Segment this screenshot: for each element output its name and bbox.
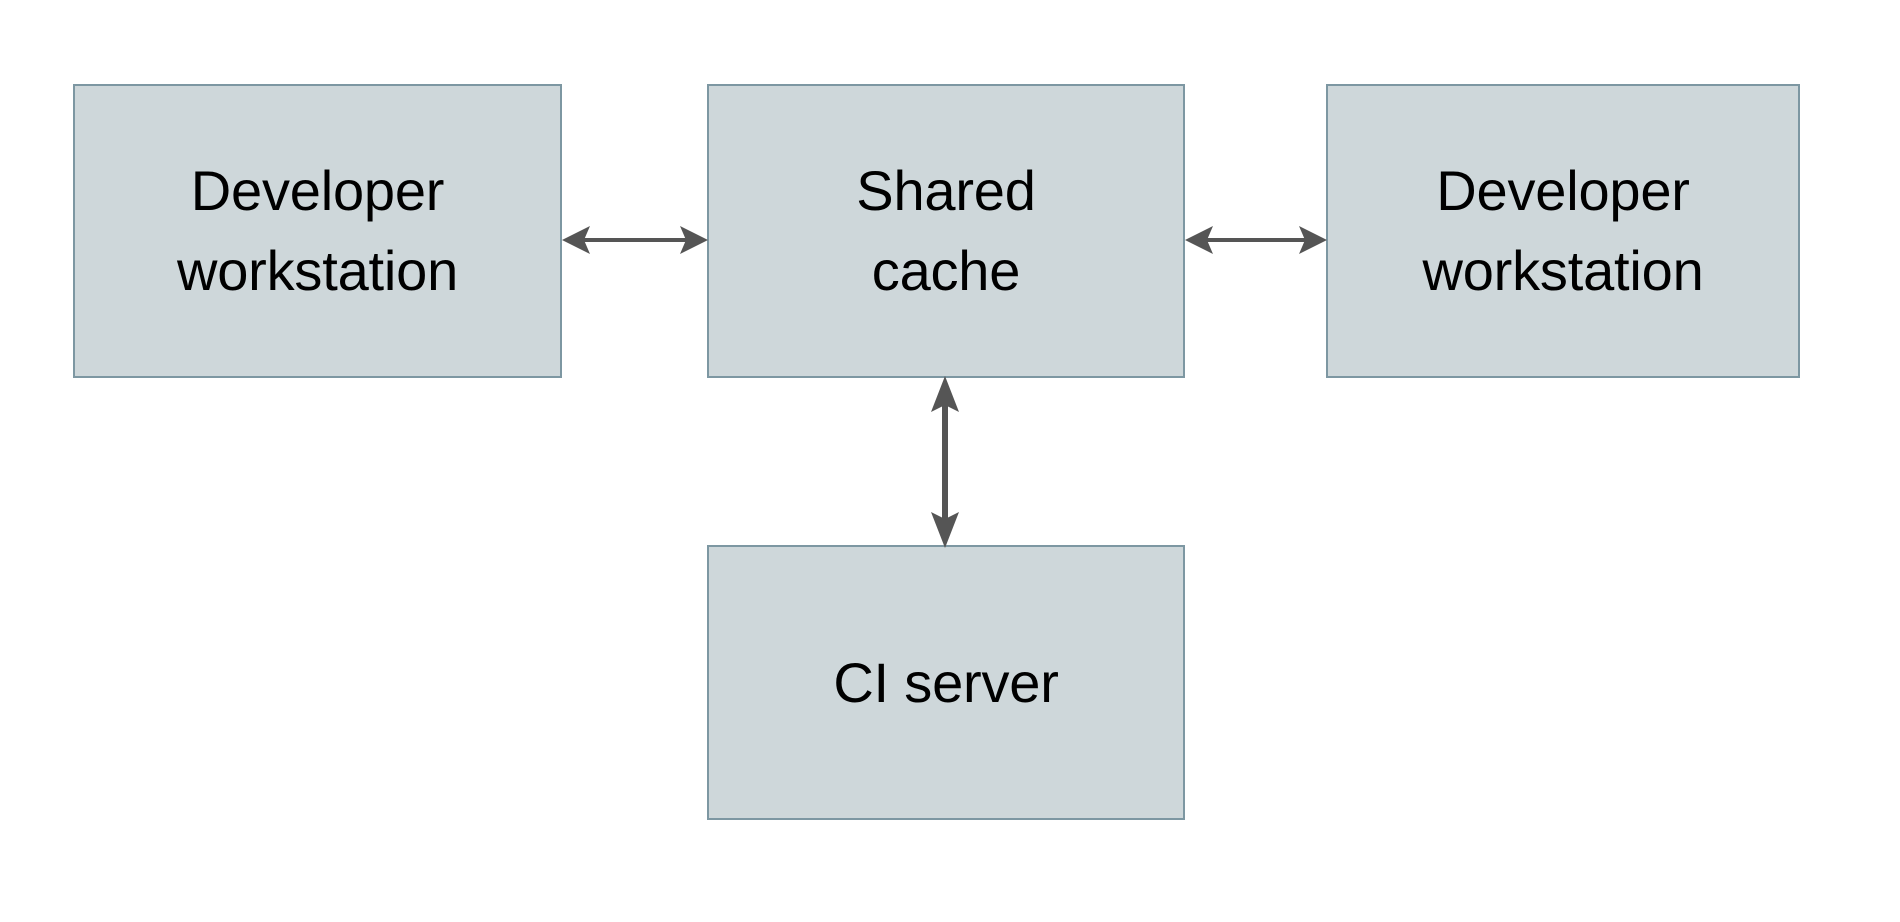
arrowhead-up-icon [931,376,959,412]
node-label: Shared cache [856,159,1036,302]
arrowhead-down-icon [931,512,959,548]
node-label: CI server [833,650,1059,714]
arrowhead-left-icon [562,226,590,254]
arrowhead-right-icon [680,226,708,254]
arrowhead-left-icon [1185,226,1213,254]
node-ci-server[interactable]: CI server [707,545,1185,820]
node-label: Developer workstation [1422,159,1704,302]
node-label: Developer workstation [176,159,459,302]
edge-ci-to-cache[interactable] [915,372,975,552]
node-shared-cache[interactable]: Shared cache [707,84,1185,378]
edge-dev-left-to-cache[interactable] [556,210,714,270]
node-developer-workstation-right[interactable]: Developer workstation [1326,84,1800,378]
edge-cache-to-dev-right[interactable] [1179,210,1333,270]
node-developer-workstation-left[interactable]: Developer workstation [73,84,562,378]
arrowhead-right-icon [1299,226,1327,254]
